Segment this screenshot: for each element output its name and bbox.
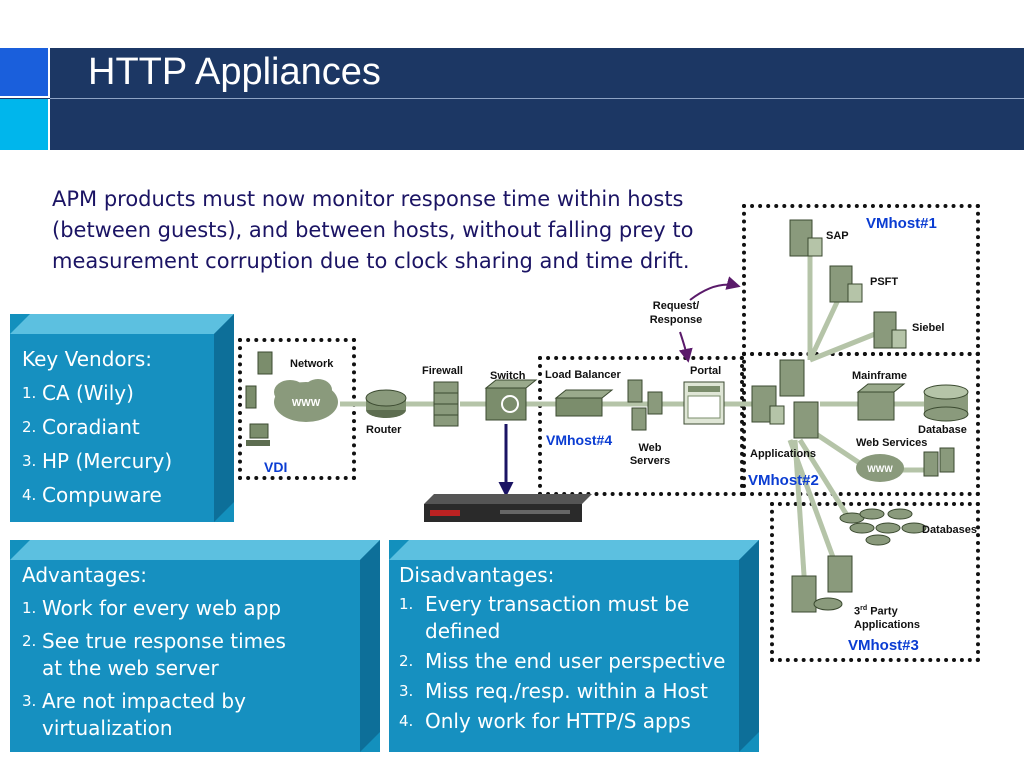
list-item: 2.See true response times at the web ser…: [22, 629, 286, 680]
vmhost2-label: VMhost#2: [748, 472, 819, 489]
mainframe-label: Mainframe: [852, 370, 908, 382]
list-item: 4.Compuware: [22, 483, 162, 507]
advantages-list: 1.Work for every web app 2.See true resp…: [22, 595, 292, 742]
vendors-panel-bevel: [10, 314, 234, 522]
list-item: 1.Work for every web app: [22, 596, 282, 620]
portal-icon: [683, 381, 725, 425]
advantages-heading: Advantages:: [22, 563, 148, 587]
vmhost3-label: VMhost#3: [848, 637, 919, 654]
databases-icon: [839, 508, 927, 546]
header-accent-square-blue: [0, 48, 50, 98]
router-label: Router: [366, 424, 402, 436]
database-icon: [923, 384, 969, 422]
psft-server-icon: [829, 265, 863, 303]
www-cloud-icon: WWW: [274, 379, 338, 422]
client-devices-icon: [245, 351, 273, 446]
web-services-icon: WWW: [856, 447, 955, 482]
vmhost1-label: VMhost#1: [866, 215, 937, 232]
intro-paragraph: APM products must now monitor response t…: [52, 187, 694, 273]
router-icon: [365, 389, 407, 418]
http-appliance-device: [424, 494, 592, 522]
list-item: 1.Every transaction must be defined: [399, 592, 690, 643]
mainframe-icon: [856, 383, 906, 421]
network-label: Network: [290, 358, 334, 370]
applications-servers-icon: [751, 359, 819, 439]
disadvantages-panel: Disadvantages: 1.Every transaction must …: [389, 540, 759, 752]
applications-label: Applications: [750, 448, 817, 460]
database-label: Database: [918, 424, 967, 436]
sap-server-icon: [789, 219, 823, 257]
switch-label: Switch: [490, 370, 526, 382]
svg-text:WWW: WWW: [867, 464, 893, 474]
siebel-server-icon: [873, 311, 907, 349]
psft-label: PSFT: [870, 276, 899, 288]
vdi-box: [238, 338, 356, 480]
load-balancer-label: Load Balancer: [545, 369, 621, 381]
disadvantages-list: 1.Every transaction must be defined 2.Mi…: [399, 591, 729, 735]
firewall-label: Firewall: [422, 365, 463, 377]
databases-label: Databases: [922, 524, 978, 536]
vendors-list: 1.CA (Wily) 2.Coradiant 3.HP (Mercury) 4…: [22, 376, 224, 512]
firewall-icon: [433, 381, 459, 427]
vmhost2-box: [742, 352, 980, 496]
list-item: 2.Miss the end user perspective: [399, 649, 726, 673]
list-item: 1.CA (Wily): [22, 381, 134, 405]
web-services-label: Web Services: [856, 437, 928, 449]
svg-text:WWW: WWW: [292, 398, 321, 409]
portal-label: Portal: [690, 365, 722, 377]
list-item: 3.Miss req./resp. within a Host: [399, 679, 708, 703]
web-servers-icon: [627, 379, 663, 431]
switch-icon: [484, 379, 538, 421]
response-arrow: [678, 331, 693, 363]
vmhost3-box: [770, 502, 980, 662]
sap-label: SAP: [826, 230, 849, 242]
disadvantages-panel-bevel: [389, 540, 759, 752]
header-bar: [0, 48, 1024, 150]
advantages-panel: Advantages: 1.Work for every web app 2.S…: [10, 540, 380, 752]
list-item: 2.Coradiant: [22, 415, 140, 439]
list-item: 4.Only work for HTTP/S apps: [399, 709, 691, 733]
request-arrow: [689, 276, 741, 301]
list-item: 3.HP (Mercury): [22, 449, 173, 473]
header-divider: [50, 98, 1024, 99]
request-response-label: Request/ Response: [649, 300, 703, 326]
vmhost4-label: VMhost#4: [546, 432, 613, 448]
web-servers-label: Web Servers: [629, 442, 671, 467]
load-balancer-icon: [554, 389, 614, 417]
header-accent-square-cyan: [0, 99, 50, 150]
third-party-label: 3rd Party Applications: [854, 605, 921, 631]
vendors-panel: Key Vendors: 1.CA (Wily) 2.Coradiant 3.H…: [10, 314, 234, 522]
list-item: 3.Are not impacted by virtualization: [22, 689, 246, 740]
vendors-heading: Key Vendors:: [22, 347, 153, 371]
disadvantages-heading: Disadvantages:: [399, 563, 555, 587]
siebel-label: Siebel: [912, 322, 945, 334]
advantages-panel-bevel: [10, 540, 380, 752]
vdi-label: VDI: [264, 459, 288, 475]
third-party-apps-icon: [791, 555, 853, 613]
slide-title: HTTP Appliances: [88, 51, 381, 93]
